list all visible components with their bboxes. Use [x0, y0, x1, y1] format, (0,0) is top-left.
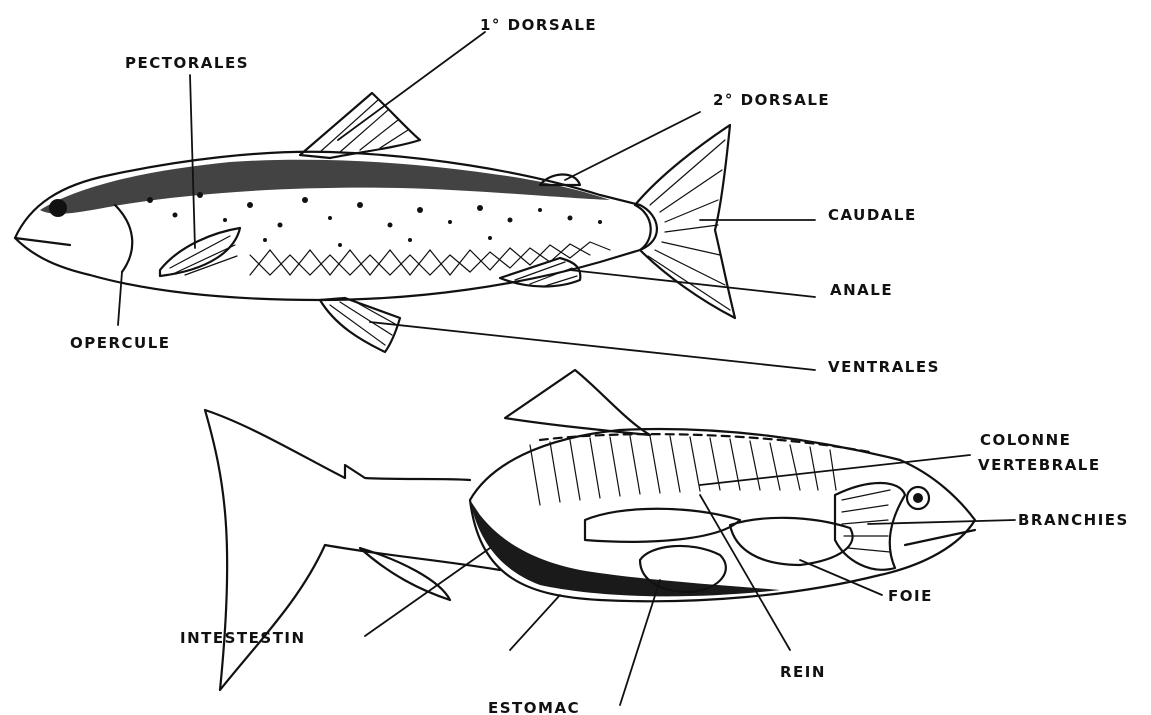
- vertebral-ribs: [530, 436, 836, 505]
- label-rein: REIN: [780, 663, 826, 681]
- internal-fish-dorsal-fin: [505, 370, 650, 435]
- external-fish-opercule-line: [115, 205, 132, 272]
- leader-branchies: [868, 520, 1015, 524]
- label-dorsale-1: 1° DORSALE: [480, 16, 597, 34]
- label-intestin: INTESTESTIN: [180, 629, 306, 647]
- label-pectorales: PECTORALES: [125, 54, 249, 72]
- leader-opercule: [118, 272, 122, 325]
- label-foie: FOIE: [888, 587, 933, 605]
- label-opercule: OPERCULE: [70, 334, 171, 352]
- leader-estomac-a: [510, 595, 560, 650]
- leader-ventrales: [370, 322, 815, 370]
- anal-fin-rays: [515, 262, 577, 286]
- external-fish-speckles: [147, 192, 602, 247]
- pectoral-fin-rays: [170, 236, 237, 275]
- external-fish-eye: [49, 199, 67, 217]
- label-estomac: ESTOMAC: [488, 699, 580, 715]
- label-dorsale-2: 2° DORSALE: [713, 91, 830, 109]
- internal-fish-mouth: [905, 530, 975, 545]
- first-dorsal-fin: [300, 93, 420, 158]
- labels: 1° DORSALE PECTORALES 2° DORSALE CAUDALE…: [70, 16, 1129, 715]
- internal-fish-gill-lines: [842, 490, 890, 552]
- external-leader-lines: [118, 32, 815, 370]
- external-fish: [15, 32, 815, 370]
- internal-fish-pupil: [913, 493, 923, 503]
- label-colonne: COLONNE: [980, 431, 1071, 449]
- leader-estomac-b: [620, 580, 660, 705]
- internal-fish-tail-outline: [205, 410, 500, 690]
- label-branchies: BRANCHIES: [1018, 511, 1129, 529]
- leader-intestin: [365, 548, 490, 636]
- internal-leader-lines: [365, 455, 1015, 705]
- external-fish-mouth: [15, 238, 70, 245]
- label-vertebrale: VERTEBRALE: [978, 456, 1101, 474]
- leader-dorsale-2: [565, 112, 700, 180]
- caudal-fin-rays: [648, 140, 730, 310]
- leader-dorsale-1: [338, 32, 485, 140]
- label-anale: ANALE: [830, 281, 893, 299]
- anal-fin: [500, 258, 580, 287]
- caudal-fin: [635, 125, 735, 318]
- label-ventrales: VENTRALES: [828, 358, 940, 376]
- external-fish-back-shading: [40, 160, 610, 214]
- label-caudale: CAUDALE: [828, 206, 917, 224]
- internal-fish: [205, 370, 1015, 705]
